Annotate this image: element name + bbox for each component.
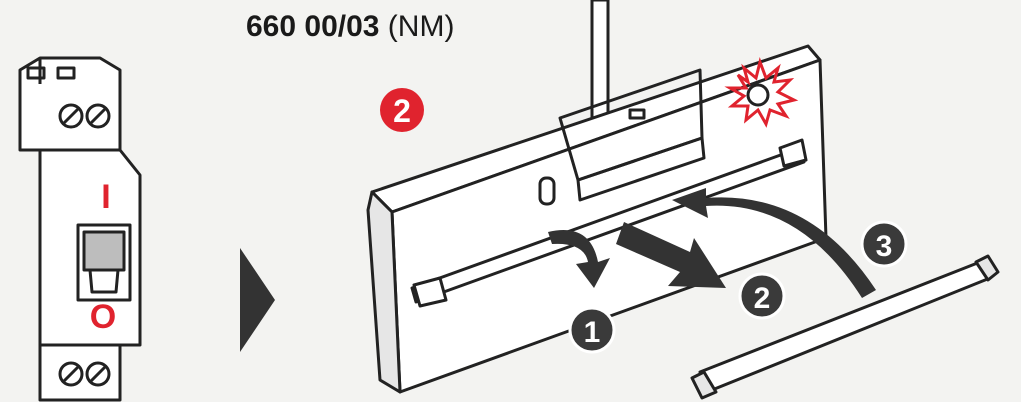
fluorescent-tube-icon [690,254,1000,400]
slide-arrow-icon [616,222,726,288]
step-3-badge: 3 [860,220,908,268]
light-flash-icon [724,56,799,128]
product-code: 660 00/03 [246,10,380,43]
product-code-suffix: (NM) [379,10,455,43]
light-fixture-icon [366,44,828,394]
insert-arrow-icon [672,188,876,298]
step-1-label: 1 [584,316,601,349]
rotate-arrow-icon [548,230,610,288]
breaker-off-label: O [90,298,116,336]
step-badge-label: 2 [393,93,411,129]
screwdriver-icon [590,0,610,130]
breaker-on-label: I [101,178,110,216]
product-code-title: 660 00/03 (NM) [246,10,454,44]
circuit-breaker-icon [18,56,142,402]
step-badge: 2 [380,88,424,132]
step-2-label: 2 [754,282,771,315]
step-1-badge: 1 [568,306,616,354]
step-3-label: 3 [876,230,893,263]
step-2-badge: 2 [738,272,786,320]
arrow-right-icon [240,248,275,352]
